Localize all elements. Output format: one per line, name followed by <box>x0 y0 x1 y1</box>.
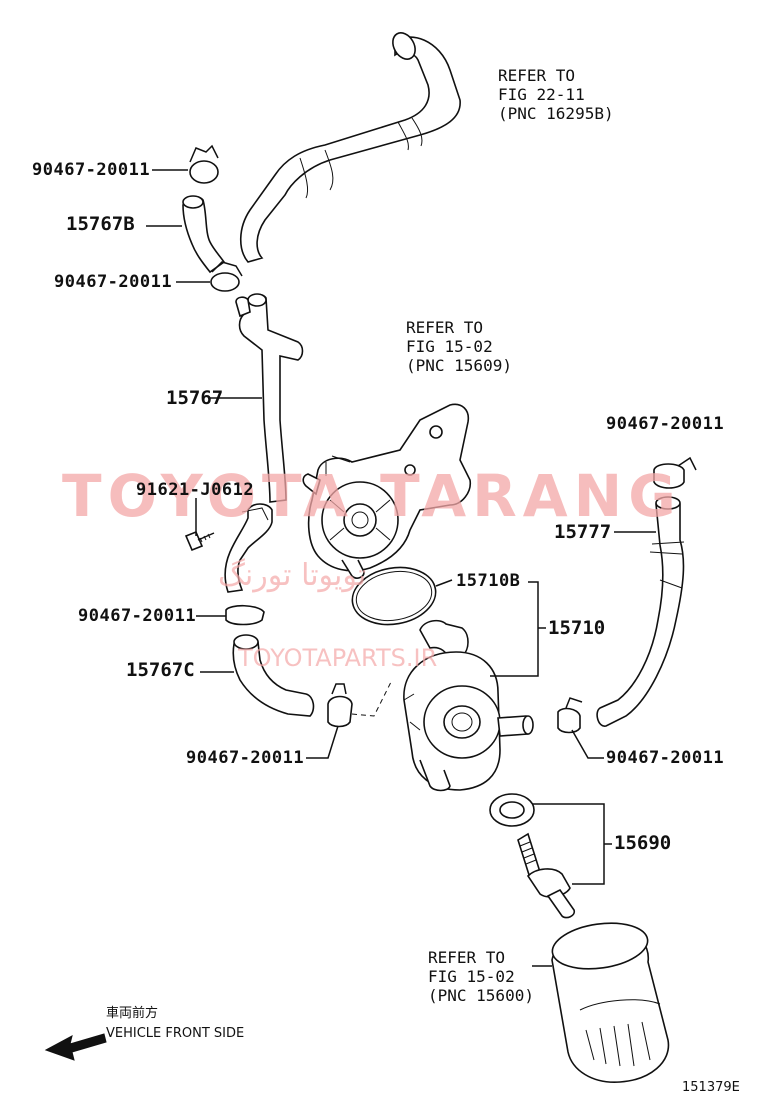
watermark-persian: تویوتا تورنگ <box>218 558 367 593</box>
reference-top-line-2: FIG 22-11 <box>498 85 585 104</box>
clip-lower-right <box>557 697 583 734</box>
label-hose-15767b: 15767B <box>66 213 135 235</box>
label-clip-d: 90467-20011 <box>186 748 305 768</box>
label-hose-15767c: 15767C <box>126 659 195 681</box>
label-clip-a: 90467-20011 <box>32 160 151 180</box>
union-bolt <box>517 832 576 919</box>
watermark-brand: TOYOTA TARANG <box>62 462 682 530</box>
reference-middle-line-2: FIG 15-02 <box>406 337 493 356</box>
figure-code: 151379E <box>682 1080 740 1095</box>
label-gasket: 15710B <box>456 571 521 591</box>
reference-top: REFER TO FIG 22-11 (PNC 16295B) <box>498 66 614 123</box>
clip-second <box>210 261 243 292</box>
reference-middle-line-3: (PNC 15609) <box>406 356 512 375</box>
hose-15767c <box>232 634 315 717</box>
leader-lines <box>146 169 656 967</box>
reference-bottom: REFER TO FIG 15-02 (PNC 15600) <box>428 948 534 1005</box>
reference-middle-line-1: REFER TO <box>406 318 484 337</box>
label-tube-15767: 15767 <box>166 387 224 409</box>
label-union: 15690 <box>614 832 672 854</box>
oil-cooler <box>403 619 534 792</box>
union-washer <box>489 793 535 827</box>
direction-english: VEHICLE FRONT SIDE <box>106 1026 245 1041</box>
gasket-ring <box>351 566 437 626</box>
oil-pump-housing <box>302 403 472 579</box>
clip-third <box>225 604 265 626</box>
label-clip-c: 90467-20011 <box>78 606 197 626</box>
hose-15777 <box>596 496 685 727</box>
label-clip-f: 90467-20011 <box>606 748 725 768</box>
clip-right-top <box>653 456 697 489</box>
reference-top-line-3: (PNC 16295B) <box>498 104 614 123</box>
watermark-site: TOYOTAPARTS.IR <box>238 644 438 672</box>
reference-middle: REFER TO FIG 15-02 (PNC 15609) <box>406 318 512 375</box>
hose-15767b <box>182 195 226 274</box>
label-oil-cooler: 15710 <box>548 617 606 639</box>
tube-15767 <box>224 293 304 593</box>
direction-japanese: 車両前方 <box>106 1006 159 1021</box>
bolt-91621 <box>184 530 215 552</box>
dashed-guide <box>351 679 393 717</box>
oil-filter <box>551 922 670 1083</box>
reference-top-line-1: REFER TO <box>498 66 576 85</box>
label-clip-b: 90467-20011 <box>54 272 173 292</box>
reference-bottom-line-2: FIG 15-02 <box>428 967 515 986</box>
clip-top <box>189 144 219 184</box>
label-bolt: 91621-J0612 <box>136 480 255 500</box>
reference-bottom-line-3: (PNC 15600) <box>428 986 534 1005</box>
label-clip-e: 90467-20011 <box>606 414 725 434</box>
upper-hose <box>239 32 461 263</box>
clip-fourth <box>327 683 353 728</box>
label-hose-15777: 15777 <box>554 521 612 543</box>
front-arrow-icon <box>44 1033 107 1061</box>
reference-bottom-line-1: REFER TO <box>428 948 506 967</box>
